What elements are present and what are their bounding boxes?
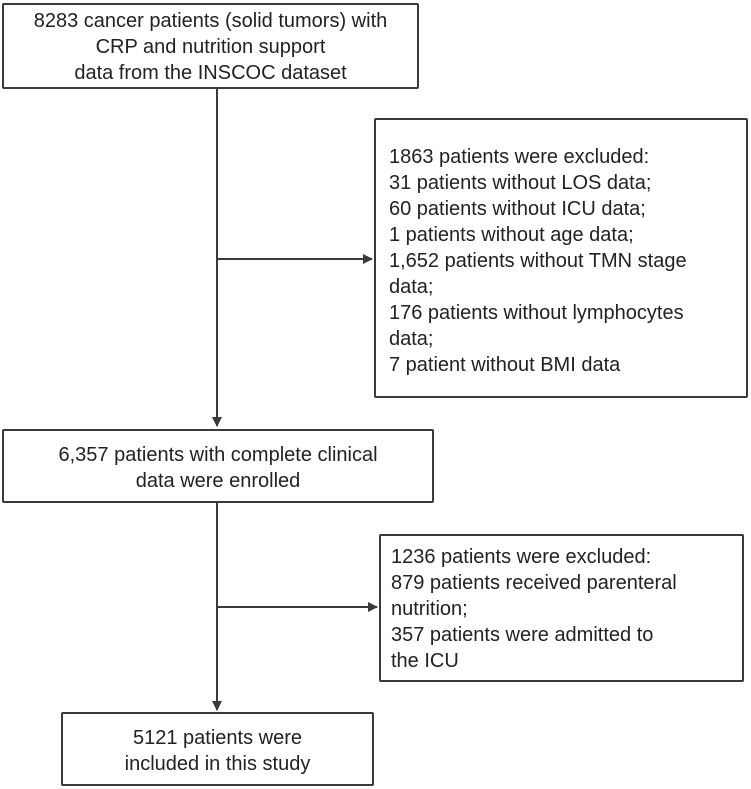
first-exclusion-line-2: 31 patients without LOS data; [389,172,652,194]
first-exclusion-line-5: 1,652 patients without TMN stage [389,250,687,272]
first-exclusion-line-4: 1 patients without age data; [389,224,634,246]
enrolled-box: 6,357 patients with complete clinical da… [2,429,434,503]
initial-cohort-line-1: 8283 cancer patients (solid tumors) with [33,10,388,32]
second-exclusion-line-3: nutrition; [391,598,468,620]
final-cohort-line-2: included in this study [124,753,311,775]
second-exclusion-line-1: 1236 patients were excluded: [391,546,652,568]
initial-cohort-line-3: data from the INSCOC dataset [74,62,347,84]
enrolled-line-1: 6,357 patients with complete clinical [58,444,378,466]
first-exclusion-line-7: 176 patients without lymphocytes [389,302,684,324]
first-exclusion-box: 1863 patients were excluded: 31 patients… [374,118,748,398]
enrolled-line-2: data were enrolled [135,470,301,492]
second-exclusion-box: 1236 patients were excluded: 879 patient… [379,534,744,682]
first-exclusion-line-8: data; [389,328,434,350]
first-exclusion-line-9: 7 patient without BMI data [389,354,621,376]
first-exclusion-line-1: 1863 patients were excluded: [389,146,650,168]
initial-cohort-line-2: CRP and nutrition support [95,36,326,58]
first-exclusion-line-6: data; [389,276,434,298]
first-exclusion-line-3: 60 patients without ICU data; [389,198,646,220]
second-exclusion-line-2: 879 patients received parenteral [391,572,677,594]
final-cohort-line-1: 5121 patients were [132,727,302,749]
second-exclusion-line-5: the ICU [391,650,459,672]
second-exclusion-line-4: 357 patients were admitted to [391,624,654,646]
initial-cohort-box: 8283 cancer patients (solid tumors) with… [2,3,419,89]
final-cohort-box: 5121 patients were included in this stud… [61,712,374,786]
